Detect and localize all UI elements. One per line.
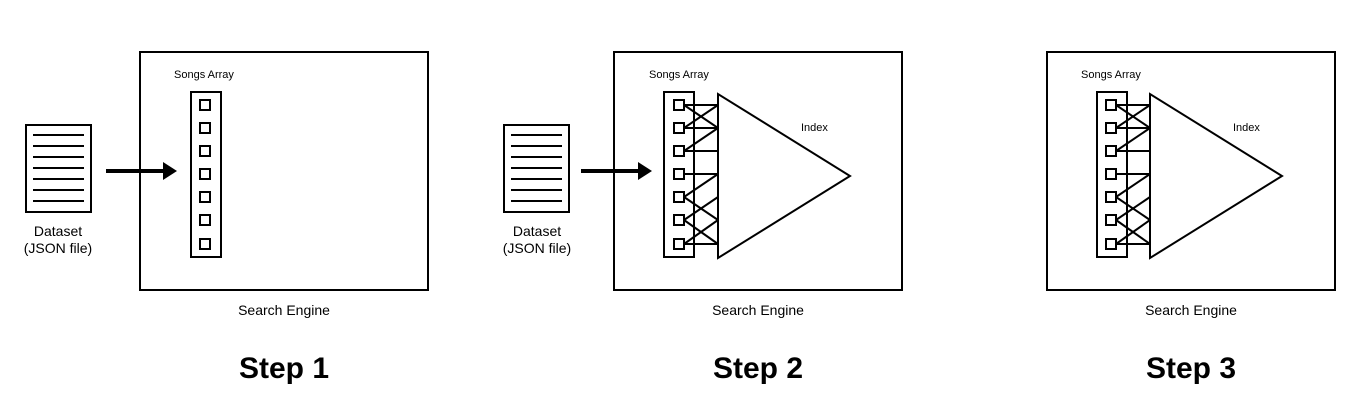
song-slot-5 — [199, 191, 211, 203]
panel-step-1: Dataset (JSON file) Songs Array Search E… — [24, 51, 429, 385]
search-engine-box — [613, 51, 903, 291]
step-title: Step 3 — [1146, 352, 1236, 385]
dataset-document-icon — [25, 124, 92, 213]
song-slot-4 — [1105, 168, 1117, 180]
arrow-right-icon — [581, 162, 652, 180]
song-slot-7 — [199, 238, 211, 250]
panel-step-3: Songs Array Index — [1046, 51, 1336, 385]
song-slot-4 — [673, 168, 685, 180]
dataset-sublabel: (JSON file) — [503, 240, 571, 256]
song-slot-2 — [199, 122, 211, 134]
search-engine-box — [139, 51, 429, 291]
panel-step-2: Dataset (JSON file) Songs Array Index — [503, 51, 903, 385]
song-slot-6 — [673, 214, 685, 226]
index-triangle — [717, 92, 852, 260]
step-title: Step 2 — [713, 352, 803, 385]
search-engine-label: Search Engine — [238, 302, 330, 318]
song-slot-1 — [673, 99, 685, 111]
dataset-sublabel: (JSON file) — [24, 240, 92, 256]
song-slot-2 — [673, 122, 685, 134]
index-label: Index — [1233, 122, 1260, 134]
song-slot-7 — [673, 238, 685, 250]
arrow-right-icon — [106, 162, 177, 180]
song-slot-1 — [199, 99, 211, 111]
song-slot-3 — [199, 145, 211, 157]
song-slot-4 — [199, 168, 211, 180]
dataset-label: Dataset — [34, 223, 82, 239]
song-slot-3 — [673, 145, 685, 157]
search-engine-box — [1046, 51, 1336, 291]
search-engine-label: Search Engine — [1145, 302, 1237, 318]
song-slot-6 — [199, 214, 211, 226]
song-slot-2 — [1105, 122, 1117, 134]
songs-array-label: Songs Array — [649, 69, 709, 81]
songs-array-label: Songs Array — [174, 69, 234, 81]
songs-array — [190, 91, 222, 258]
song-slot-5 — [673, 191, 685, 203]
song-slot-5 — [1105, 191, 1117, 203]
dataset-document-icon — [503, 124, 570, 213]
song-slot-6 — [1105, 214, 1117, 226]
songs-array-label: Songs Array — [1081, 69, 1141, 81]
index-links — [683, 104, 719, 245]
song-slot-3 — [1105, 145, 1117, 157]
song-slot-1 — [1105, 99, 1117, 111]
step-title: Step 1 — [239, 352, 329, 385]
search-engine-label: Search Engine — [712, 302, 804, 318]
song-slot-7 — [1105, 238, 1117, 250]
index-links — [1115, 104, 1151, 245]
index-label: Index — [801, 122, 828, 134]
index-triangle — [1149, 92, 1284, 260]
dataset-label: Dataset — [513, 223, 561, 239]
